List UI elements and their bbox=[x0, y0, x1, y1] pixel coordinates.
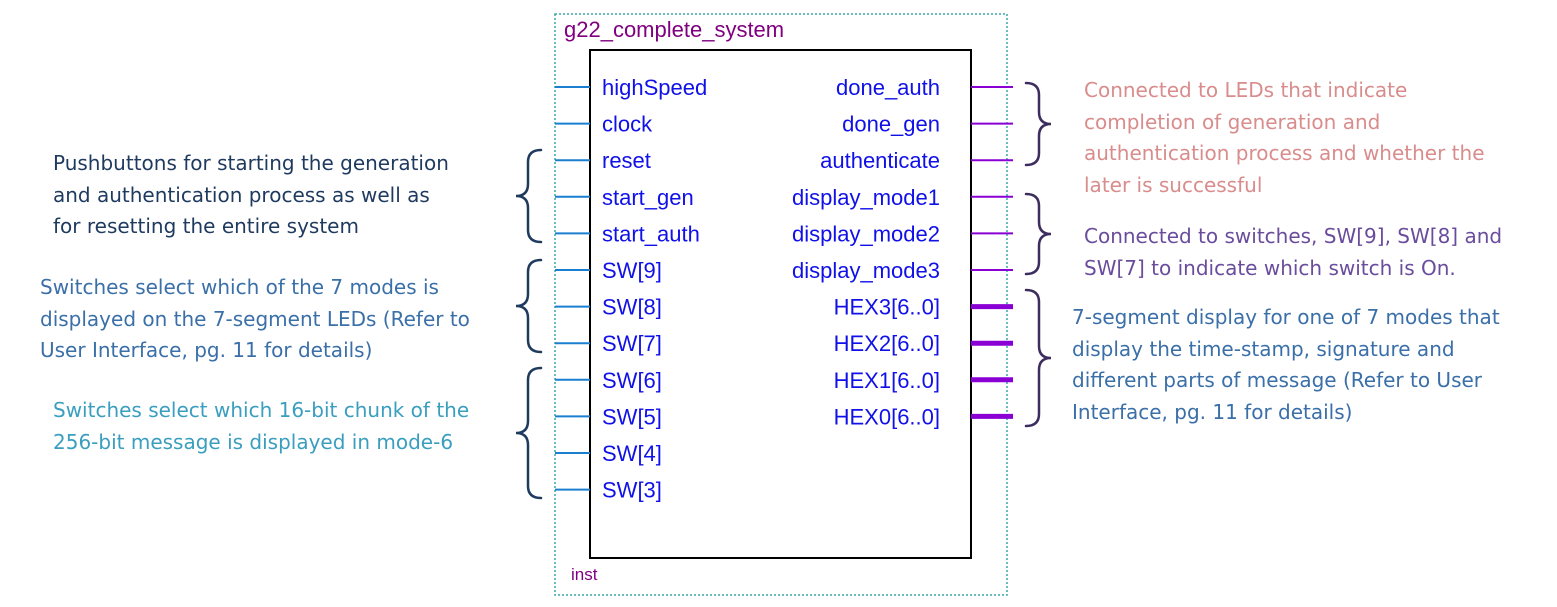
note-line: Pushbuttons for starting the generation bbox=[53, 151, 449, 175]
brace-seven-segment bbox=[1024, 288, 1052, 428]
note-line: 7-segment display for one of 7 modes tha… bbox=[1072, 305, 1500, 329]
brace-leds bbox=[1024, 81, 1052, 167]
output-port-label: display_mode1 bbox=[792, 185, 940, 210]
note-line: Connected to LEDs that indicate bbox=[1084, 78, 1408, 102]
note-line: Switches select which of the 7 modes is bbox=[40, 275, 439, 299]
block-title: g22_complete_system bbox=[564, 17, 784, 42]
input-port-label: SW[6] bbox=[602, 368, 662, 393]
note-line: displayed on the 7-segment LEDs (Refer t… bbox=[40, 306, 470, 331]
note-line: SW[7] to indicate which switch is On. bbox=[1084, 255, 1456, 280]
input-port-label: SW[9] bbox=[602, 258, 662, 283]
note-chunk-switches: Switches select which 16-bit chunk of th… bbox=[53, 395, 469, 458]
note-line: Connected to switches, SW[9], SW[8] and bbox=[1084, 224, 1503, 248]
note-line: authentication process and whether the bbox=[1084, 141, 1485, 165]
note-line: User Interface, pg. 11 for details) bbox=[40, 338, 373, 362]
brace-mode-switches bbox=[515, 258, 543, 354]
output-port-label: done_auth bbox=[836, 75, 940, 100]
note-line: different parts of message (Refer to Use… bbox=[1072, 368, 1483, 392]
note-line: Interface, pg. 11 for details) bbox=[1072, 399, 1353, 424]
brace-display-switches bbox=[1024, 192, 1052, 276]
output-port-label: authenticate bbox=[820, 148, 940, 173]
instance-label: inst bbox=[571, 565, 598, 584]
note-line: and authentication process as well as bbox=[53, 182, 430, 207]
input-port-label: SW[5] bbox=[602, 404, 662, 429]
note-mode-switches: Switches select which of the 7 modes is … bbox=[40, 272, 470, 367]
note-line: completion of generation and bbox=[1084, 109, 1381, 134]
note-leds: Connected to LEDs that indicate completi… bbox=[1084, 75, 1485, 201]
input-port-label: SW[3] bbox=[602, 478, 662, 503]
note-pushbuttons: Pushbuttons for starting the generation … bbox=[53, 148, 449, 243]
output-port-label: HEX1[6..0] bbox=[834, 368, 940, 393]
output-port-label: display_mode2 bbox=[792, 221, 940, 246]
note-line: for resetting the entire system bbox=[53, 214, 359, 238]
note-seven-segment: 7-segment display for one of 7 modes tha… bbox=[1072, 302, 1500, 428]
note-line: Switches select which 16-bit chunk of th… bbox=[53, 398, 470, 422]
input-port-label: clock bbox=[602, 112, 653, 137]
output-port-label: done_gen bbox=[842, 112, 940, 137]
input-port-label: start_gen bbox=[602, 185, 694, 210]
input-port-label: highSpeed bbox=[602, 75, 707, 100]
input-port-label: SW[4] bbox=[602, 441, 662, 466]
note-line: 256-bit message is displayed in mode-6 bbox=[53, 429, 454, 454]
input-port-label: SW[7] bbox=[602, 331, 662, 356]
output-port-label: HEX0[6..0] bbox=[834, 404, 940, 429]
note-line: display the time-stamp, signature and bbox=[1072, 336, 1455, 361]
input-port-label: reset bbox=[602, 148, 651, 173]
symbol-frame bbox=[554, 13, 1008, 596]
block-body bbox=[589, 49, 972, 559]
note-display-switches: Connected to switches, SW[9], SW[8] and … bbox=[1084, 221, 1502, 284]
input-port-label: start_auth bbox=[602, 221, 700, 246]
output-port-label: HEX2[6..0] bbox=[834, 331, 940, 356]
output-port-label: HEX3[6..0] bbox=[834, 295, 940, 320]
input-port-label: SW[8] bbox=[602, 295, 662, 320]
output-port-label: display_mode3 bbox=[792, 258, 940, 283]
input-ports: highSpeed clock reset start_gen start_authSW… bbox=[555, 75, 707, 503]
output-ports: done_auth done_gen authenticate display_mod… bbox=[792, 75, 1013, 429]
brace-chunk-switches bbox=[515, 366, 543, 500]
brace-pushbuttons bbox=[515, 148, 543, 244]
note-line: later is successful bbox=[1084, 172, 1263, 197]
